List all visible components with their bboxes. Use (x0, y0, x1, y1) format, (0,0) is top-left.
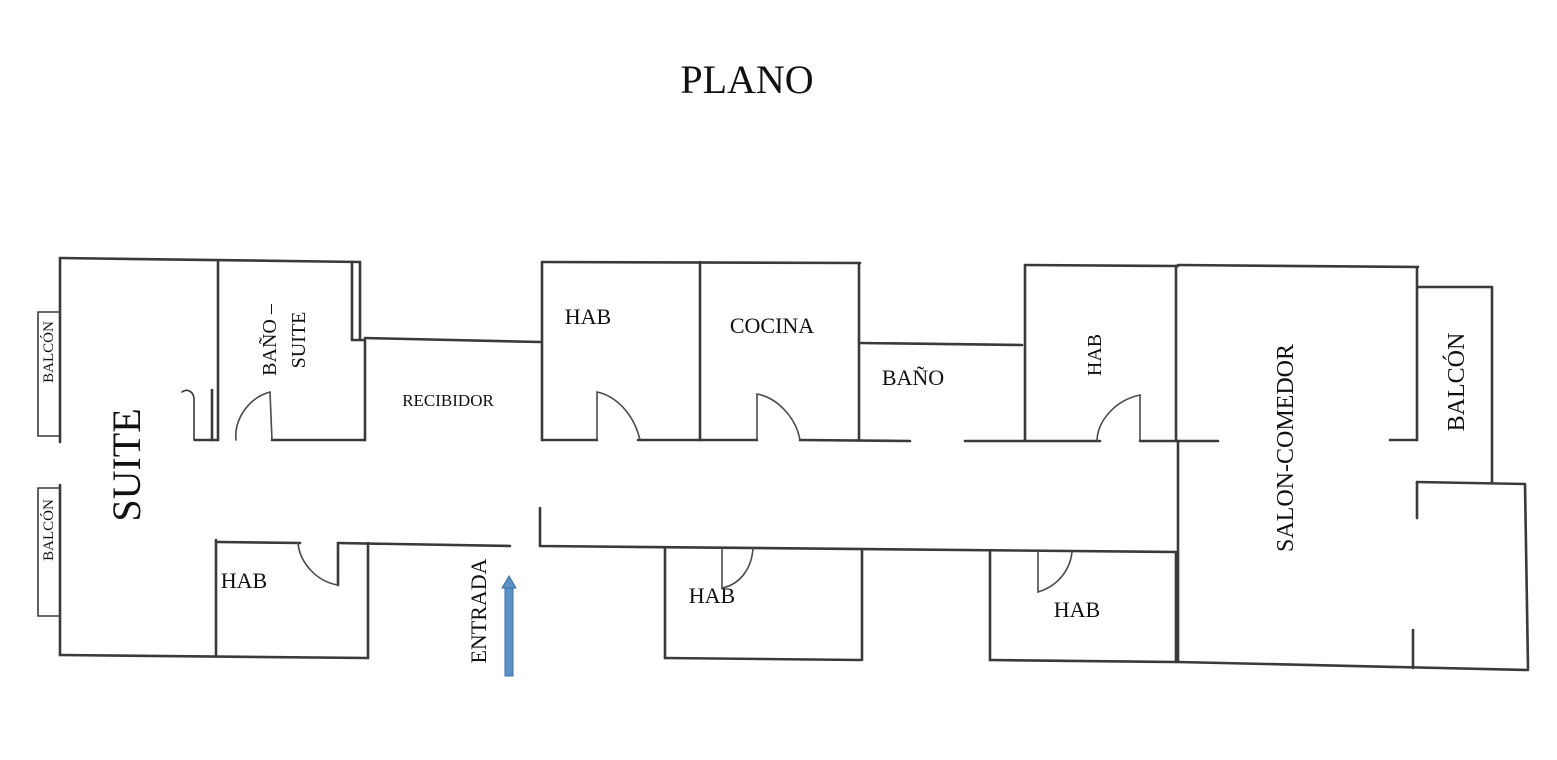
door-hab-bottom-left (297, 542, 339, 586)
plan-title: PLANO (680, 57, 813, 102)
room-label-hab-bottom-center: HAB (689, 583, 735, 608)
entrance-arrow-icon (501, 575, 517, 677)
room-label-hab-top-center: HAB (565, 304, 611, 329)
room-label-suite: SUITE (104, 408, 149, 521)
door-hab-bottom-center (721, 547, 754, 589)
room-label-recibidor: RECIBIDOR (402, 391, 494, 410)
walls (37, 256, 1530, 672)
room-label-balcon-right: BALCÓN (1443, 333, 1470, 432)
room-label-entrada: ENTRADA (466, 558, 491, 663)
room-label-cocina: COCINA (730, 313, 814, 338)
room-label-bano: BAÑO (882, 365, 944, 390)
door-hab-top (596, 391, 641, 441)
doors (235, 390, 1141, 594)
room-label-hab-bottom-left: HAB (221, 568, 267, 593)
room-label-hab-top-right: HAB (1084, 334, 1106, 376)
door-bano-suite (235, 390, 273, 441)
room-labels: SUITE BALCÓN BALCÓN BAÑO – SUITE RECIBID… (40, 303, 1470, 663)
door-hab-top-right (1096, 394, 1141, 442)
room-label-salon-comedor: SALON-COMEDOR (1273, 344, 1299, 552)
door-hab-bottom-right (1037, 551, 1073, 594)
room-label-balcon-left-top: BALCÓN (40, 321, 57, 383)
room-label-hab-bottom-right: HAB (1054, 597, 1100, 622)
room-label-bano-suite-line1: BAÑO – (257, 303, 281, 376)
room-label-balcon-left-bottom: BALCÓN (40, 499, 57, 561)
door-cocina (756, 393, 801, 441)
room-label-bano-suite-line2: SUITE (288, 312, 310, 369)
